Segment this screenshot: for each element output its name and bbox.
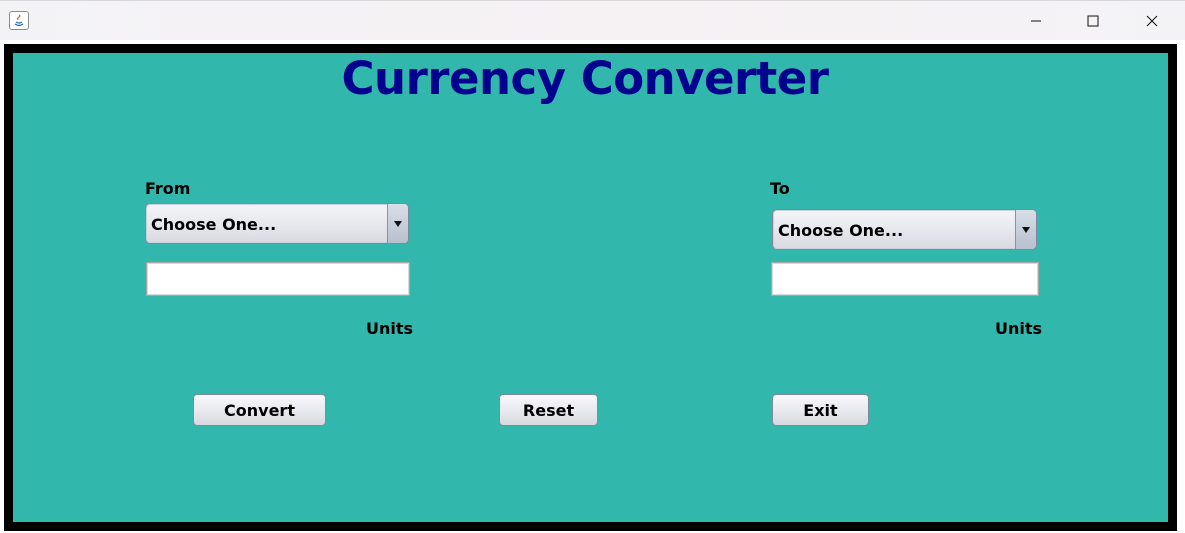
minimize-button[interactable]: [1007, 1, 1065, 41]
dropdown-arrow-icon: [1022, 226, 1030, 233]
from-currency-select[interactable]: Choose One...: [145, 203, 409, 244]
from-currency-dropdown-button[interactable]: [387, 204, 408, 243]
maximize-button[interactable]: [1064, 1, 1122, 41]
maximize-icon: [1087, 15, 1099, 27]
from-units-label: Units: [366, 319, 414, 338]
dropdown-arrow-icon: [394, 220, 402, 227]
to-currency-select[interactable]: Choose One...: [772, 209, 1037, 250]
close-button[interactable]: [1123, 1, 1181, 41]
to-units-label: Units: [995, 319, 1043, 338]
convert-button[interactable]: Convert: [193, 394, 326, 426]
from-label: From: [145, 179, 191, 198]
to-currency-select-value: Choose One...: [778, 221, 904, 240]
to-label: To: [770, 179, 790, 198]
exit-button[interactable]: Exit: [772, 394, 869, 426]
to-amount-output[interactable]: [771, 262, 1039, 296]
from-currency-select-value: Choose One...: [151, 215, 277, 234]
reset-button[interactable]: Reset: [499, 394, 598, 426]
close-icon: [1146, 15, 1158, 27]
app-title: Currency Converter: [341, 52, 829, 105]
to-currency-dropdown-button[interactable]: [1015, 210, 1036, 249]
window-titlebar: [0, 0, 1185, 40]
java-app-icon: [9, 11, 29, 30]
from-amount-input[interactable]: [146, 262, 410, 296]
minimize-icon: [1031, 20, 1041, 22]
